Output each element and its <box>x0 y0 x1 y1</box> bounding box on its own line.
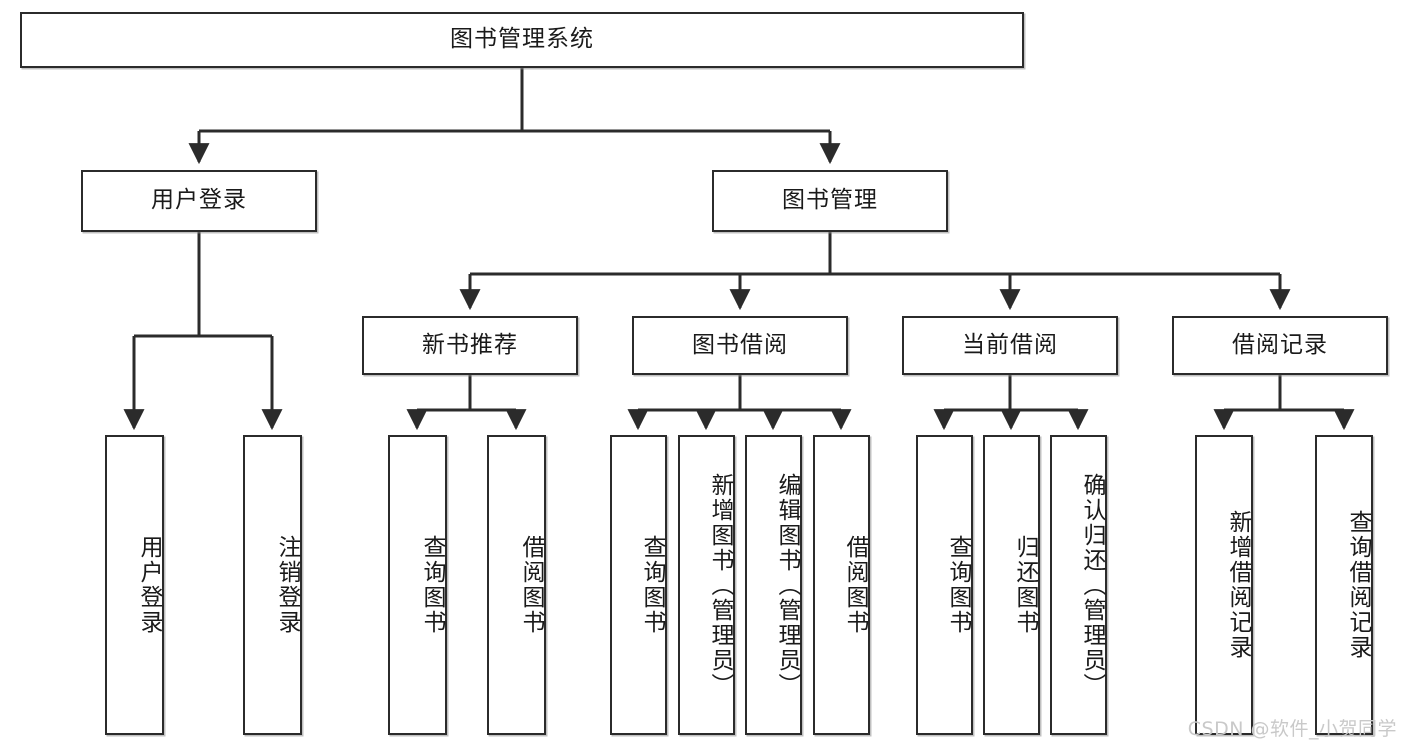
leaf-user-login-label: 用户登录 <box>136 535 162 635</box>
leaf-query-book-current[interactable]: 查询图书 <box>916 435 973 735</box>
node-user-login[interactable]: 用户登录 <box>81 170 317 232</box>
node-new-book-recommend-label: 新书推荐 <box>422 331 518 358</box>
leaf-edit-book-admin[interactable]: 编辑图书（管理员） <box>745 435 802 735</box>
leaf-add-borrow-record[interactable]: 新增借阅记录 <box>1195 435 1253 735</box>
edges-userlogin-to-leaves <box>123 232 283 431</box>
leaf-logout[interactable]: 注销登录 <box>243 435 302 735</box>
leaf-return-book[interactable]: 归还图书 <box>983 435 1040 735</box>
leaf-borrow-book-recommend-label: 借阅图书 <box>518 535 544 635</box>
node-root[interactable]: 图书管理系统 <box>20 12 1024 68</box>
node-book-manage[interactable]: 图书管理 <box>712 170 948 232</box>
leaf-borrow-book-recommend[interactable]: 借阅图书 <box>487 435 546 735</box>
leaf-add-book-admin[interactable]: 新增图书（管理员） <box>678 435 735 735</box>
edges-currentborrow-to-leaves <box>933 375 1089 431</box>
node-borrow-record[interactable]: 借阅记录 <box>1172 316 1388 375</box>
node-book-manage-label: 图书管理 <box>782 187 878 214</box>
leaf-query-book-current-label: 查询图书 <box>945 535 971 635</box>
leaf-add-borrow-record-label: 新增借阅记录 <box>1225 510 1251 660</box>
edges-recommend-to-leaves <box>406 375 527 431</box>
leaf-query-book-borrow-label: 查询图书 <box>639 535 665 635</box>
leaf-query-book-borrow[interactable]: 查询图书 <box>610 435 667 735</box>
node-user-login-label: 用户登录 <box>151 187 247 214</box>
node-new-book-recommend[interactable]: 新书推荐 <box>362 316 578 375</box>
edges-root-to-level2 <box>188 68 841 165</box>
leaf-borrow-book[interactable]: 借阅图书 <box>813 435 870 735</box>
leaf-borrow-book-label: 借阅图书 <box>842 535 868 635</box>
edges-borrowrecord-to-leaves <box>1213 375 1355 431</box>
node-current-borrow[interactable]: 当前借阅 <box>902 316 1118 375</box>
leaf-logout-label: 注销登录 <box>274 535 300 635</box>
leaf-query-borrow-record[interactable]: 查询借阅记录 <box>1315 435 1373 735</box>
leaf-add-book-admin-label: 新增图书（管理员） <box>707 472 733 698</box>
leaf-user-login[interactable]: 用户登录 <box>105 435 164 735</box>
leaf-confirm-return-admin[interactable]: 确认归还（管理员） <box>1050 435 1107 735</box>
node-book-borrow-label: 图书借阅 <box>692 331 788 358</box>
leaf-confirm-return-admin-label: 确认归还（管理员） <box>1079 472 1105 698</box>
watermark-text: CSDN @软件_小贺同学 <box>1187 718 1397 740</box>
edges-bookborrow-to-leaves <box>627 375 852 431</box>
leaf-query-book-recommend-label: 查询图书 <box>419 535 445 635</box>
leaf-return-book-label: 归还图书 <box>1012 535 1038 635</box>
node-root-label: 图书管理系统 <box>450 26 594 53</box>
node-current-borrow-label: 当前借阅 <box>962 331 1058 358</box>
node-book-borrow[interactable]: 图书借阅 <box>632 316 848 375</box>
leaf-edit-book-admin-label: 编辑图书（管理员） <box>774 472 800 698</box>
leaf-query-book-recommend[interactable]: 查询图书 <box>388 435 447 735</box>
node-borrow-record-label: 借阅记录 <box>1232 331 1328 358</box>
leaf-query-borrow-record-label: 查询借阅记录 <box>1345 510 1371 660</box>
edges-bookmanage-to-level3 <box>459 232 1291 311</box>
